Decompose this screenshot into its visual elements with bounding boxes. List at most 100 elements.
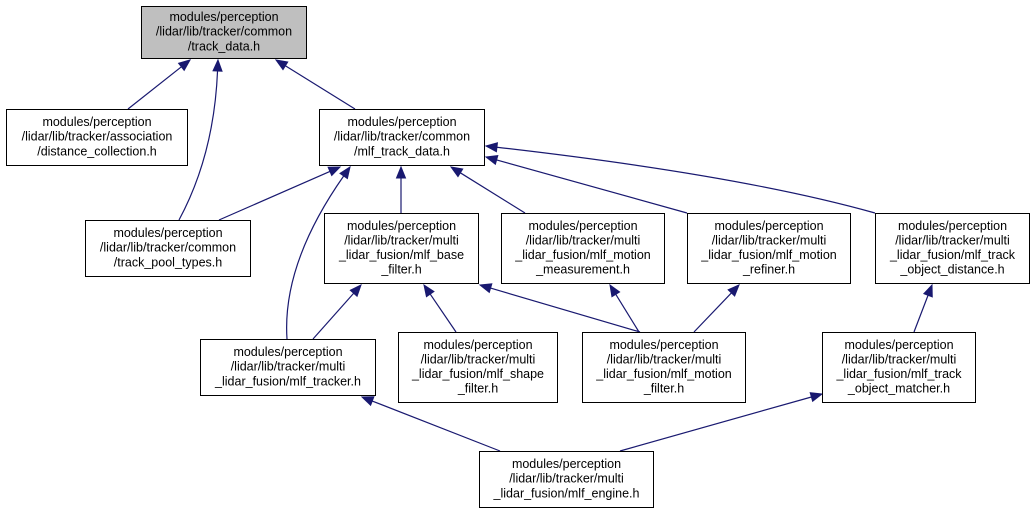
- edge-mlf_motion_refiner-to-mlf_track_data: [484, 155, 688, 214]
- arrowhead-icon: [484, 155, 499, 166]
- node-box[interactable]: [501, 213, 665, 284]
- node-label-line: /lidar/lib/tracker/multi: [344, 233, 459, 247]
- node-label-line: /lidar/lib/tracker/multi: [509, 472, 624, 486]
- node-label-line: _lidar_fusion/mlf_motion: [514, 248, 651, 262]
- node-label-line: modules/perception: [233, 345, 342, 359]
- edge-line: [127, 66, 182, 110]
- node-label-line: /distance_collection.h: [37, 144, 157, 158]
- node-label-line: modules/perception: [898, 219, 1007, 233]
- edge-mlf_shape_filter-to-mlf_base_filter: [423, 283, 457, 333]
- node-box[interactable]: [324, 213, 479, 284]
- node-label-line: _lidar_fusion/mlf_motion: [595, 367, 732, 381]
- node-track_pool_types[interactable]: modules/perception/lidar/lib/tracker/com…: [85, 220, 251, 277]
- edge-line: [913, 295, 929, 333]
- arrowhead-icon: [339, 165, 351, 180]
- node-label-line: /lidar/lib/tracker/multi: [712, 233, 827, 247]
- arrowhead-icon: [212, 58, 223, 72]
- arrowhead-icon: [809, 392, 824, 403]
- node-box[interactable]: [479, 451, 654, 508]
- edge-line: [619, 396, 812, 452]
- node-mlf_shape_filter[interactable]: modules/perception/lidar/lib/tracker/mul…: [398, 332, 558, 403]
- node-box[interactable]: [319, 109, 485, 166]
- node-box[interactable]: [582, 332, 746, 403]
- edge-line: [429, 293, 457, 333]
- node-label-line: modules/perception: [169, 10, 278, 24]
- edge-line: [285, 65, 356, 110]
- node-distance_collection[interactable]: modules/perception/lidar/lib/tracker/ass…: [6, 109, 188, 166]
- node-label-line: modules/perception: [528, 219, 637, 233]
- node-label-line: _refiner.h: [742, 263, 795, 277]
- arrowhead-icon: [449, 166, 464, 178]
- node-mlf_track_object_matcher[interactable]: modules/perception/lidar/lib/tracker/mul…: [822, 332, 976, 403]
- edge-line: [286, 175, 345, 340]
- arrowhead-icon: [922, 283, 933, 298]
- node-mlf_engine[interactable]: modules/perception/lidar/lib/tracker/mul…: [479, 451, 654, 508]
- edges-layer: [127, 58, 933, 452]
- edge-line: [496, 159, 688, 214]
- node-label-line: /lidar/lib/tracker/association: [22, 130, 173, 144]
- edge-track_pool_types-to-mlf_track_data: [218, 166, 342, 221]
- edge-line: [496, 146, 876, 214]
- node-label-line: /lidar/lib/tracker/multi: [895, 233, 1010, 247]
- node-label-line: _lidar_fusion/mlf_shape: [411, 367, 544, 381]
- node-mlf_motion_measurement[interactable]: modules/perception/lidar/lib/tracker/mul…: [501, 213, 665, 284]
- node-mlf_track_object_distance[interactable]: modules/perception/lidar/lib/tracker/mul…: [875, 213, 1030, 284]
- arrowhead-icon: [423, 283, 435, 298]
- node-box[interactable]: [200, 339, 376, 396]
- node-box[interactable]: [687, 213, 851, 284]
- arrowhead-icon: [349, 284, 362, 298]
- edge-line: [693, 292, 732, 333]
- node-label-line: /lidar/lib/tracker/multi: [607, 352, 722, 366]
- node-label-line: _lidar_fusion/mlf_base: [338, 248, 464, 262]
- edge-mlf_motion_filter-to-mlf_motion_measurement: [609, 283, 640, 333]
- node-label-line: /lidar/lib/tracker/common: [334, 130, 470, 144]
- arrowhead-icon: [360, 396, 375, 407]
- node-box[interactable]: [141, 6, 307, 59]
- node-box[interactable]: [875, 213, 1030, 284]
- edge-line: [460, 172, 526, 214]
- node-label-line: /lidar/lib/tracker/common: [156, 25, 292, 39]
- arrowhead-icon: [609, 283, 621, 298]
- node-label-line: /lidar/lib/tracker/multi: [421, 352, 536, 366]
- node-box[interactable]: [398, 332, 558, 403]
- edge-distance_collection-to-track_data: [127, 59, 192, 110]
- node-track_data[interactable]: modules/perception/lidar/lib/tracker/com…: [141, 6, 307, 59]
- edge-mlf_track_data-to-track_data: [274, 59, 356, 110]
- node-label-line: /lidar/lib/tracker/multi: [842, 352, 957, 366]
- node-mlf_track_data[interactable]: modules/perception/lidar/lib/tracker/com…: [319, 109, 485, 166]
- arrowhead-icon: [727, 284, 740, 297]
- edge-line: [372, 400, 501, 452]
- edge-mlf_engine-to-mlf_tracker: [360, 396, 501, 452]
- node-box[interactable]: [6, 109, 188, 166]
- node-label-line: modules/perception: [347, 115, 456, 129]
- node-label-line: /track_pool_types.h: [114, 255, 222, 269]
- arrowhead-icon: [327, 166, 342, 177]
- node-label-line: modules/perception: [609, 338, 718, 352]
- node-mlf_motion_filter[interactable]: modules/perception/lidar/lib/tracker/mul…: [582, 332, 746, 403]
- node-label-line: /track_data.h: [188, 39, 260, 53]
- node-label-line: _lidar_fusion/mlf_tracker.h: [214, 374, 361, 388]
- edge-mlf_motion_filter-to-mlf_base_filter: [478, 283, 641, 333]
- node-label-line: /lidar/lib/tracker/multi: [526, 233, 641, 247]
- edge-track_pool_types-to-track_data: [178, 58, 223, 221]
- node-box[interactable]: [85, 220, 251, 277]
- node-label-line: /lidar/lib/tracker/common: [100, 241, 236, 255]
- node-label-line: _measurement.h: [535, 263, 630, 277]
- node-label-line: modules/perception: [844, 338, 953, 352]
- arrowhead-icon: [177, 59, 192, 72]
- node-mlf_motion_refiner[interactable]: modules/perception/lidar/lib/tracker/mul…: [687, 213, 851, 284]
- node-label-line: modules/perception: [714, 219, 823, 233]
- node-label-line: modules/perception: [512, 457, 621, 471]
- arrowhead-icon: [484, 142, 499, 153]
- node-box[interactable]: [822, 332, 976, 403]
- edge-line: [490, 287, 641, 333]
- node-mlf_tracker[interactable]: modules/perception/lidar/lib/tracker/mul…: [200, 339, 376, 396]
- node-mlf_base_filter[interactable]: modules/perception/lidar/lib/tracker/mul…: [324, 213, 479, 284]
- edge-mlf_track_object_matcher-to-mlf_track_object_distance: [913, 283, 933, 333]
- node-label-line: modules/perception: [423, 338, 532, 352]
- nodes-layer: modules/perception/lidar/lib/tracker/com…: [6, 6, 1030, 508]
- node-label-line: _object_distance.h: [899, 263, 1004, 277]
- node-label-line: _filter.h: [457, 382, 498, 396]
- edge-mlf_base_filter-to-mlf_track_data: [395, 165, 407, 213]
